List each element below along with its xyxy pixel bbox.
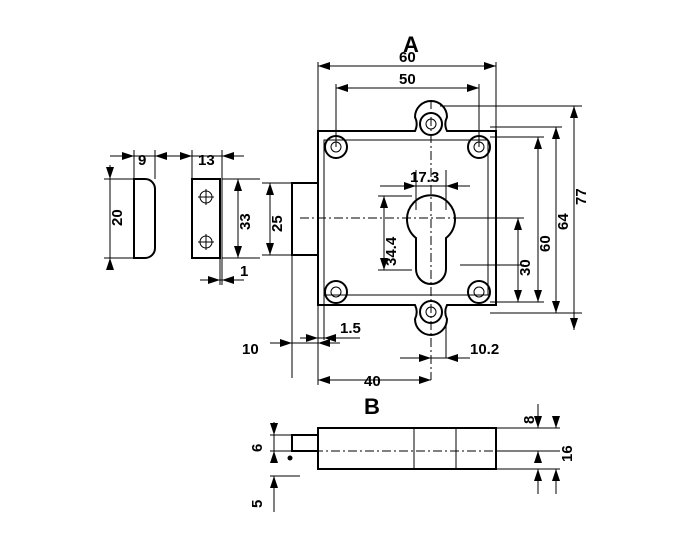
dim-a-width-60: 60 — [399, 49, 416, 66]
dim-a-cylinder-17-3: 17.3 — [410, 169, 439, 186]
dim-a-width-50: 50 — [399, 71, 416, 88]
dim-a-offset-10: 10 — [242, 341, 259, 358]
strike-view: 13 33 1 — [168, 150, 260, 285]
dim-b-depth-16: 16 — [559, 445, 576, 462]
view-b: B 6 5 8 16 — [249, 394, 576, 512]
cylinder-cutout — [406, 194, 456, 285]
dim-keeper-20: 20 — [109, 209, 126, 226]
dim-a-offset-10-2: 10.2 — [470, 341, 499, 358]
keeper-outline — [133, 178, 156, 259]
dim-a-height-64: 64 — [555, 213, 572, 230]
dim-a-height-77: 77 — [573, 188, 590, 205]
view-a-label: A — [403, 32, 419, 57]
dim-a-cylinder-34-4: 34.4 — [383, 236, 400, 266]
bolt-tip — [287, 455, 293, 461]
dim-strike-13: 13 — [198, 152, 215, 169]
view-a: A — [242, 32, 590, 390]
dim-a-height-30: 30 — [517, 259, 534, 276]
dim-strike-1: 1 — [240, 263, 248, 280]
dim-strike-33: 33 — [237, 213, 254, 230]
strike-holes — [198, 189, 214, 250]
dim-b-gap-5: 5 — [249, 500, 266, 508]
dim-b-bolt-6: 6 — [249, 444, 266, 452]
strike-outline — [191, 178, 221, 259]
dim-a-backset-40: 40 — [364, 373, 381, 390]
dim-keeper-9: 9 — [138, 152, 146, 169]
view-b-label: B — [364, 394, 380, 419]
lock-body-outline — [317, 100, 497, 336]
keeper-view: 9 20 — [104, 150, 180, 270]
dim-b-top-8: 8 — [521, 416, 538, 424]
dim-a-height-60: 60 — [537, 235, 554, 252]
lock-side-bolt — [291, 434, 319, 452]
lock-bolt — [291, 182, 319, 256]
dim-a-bolt-25: 25 — [269, 215, 286, 232]
lock-side-body — [317, 427, 497, 470]
dim-a-offset-1-5: 1.5 — [340, 320, 361, 337]
